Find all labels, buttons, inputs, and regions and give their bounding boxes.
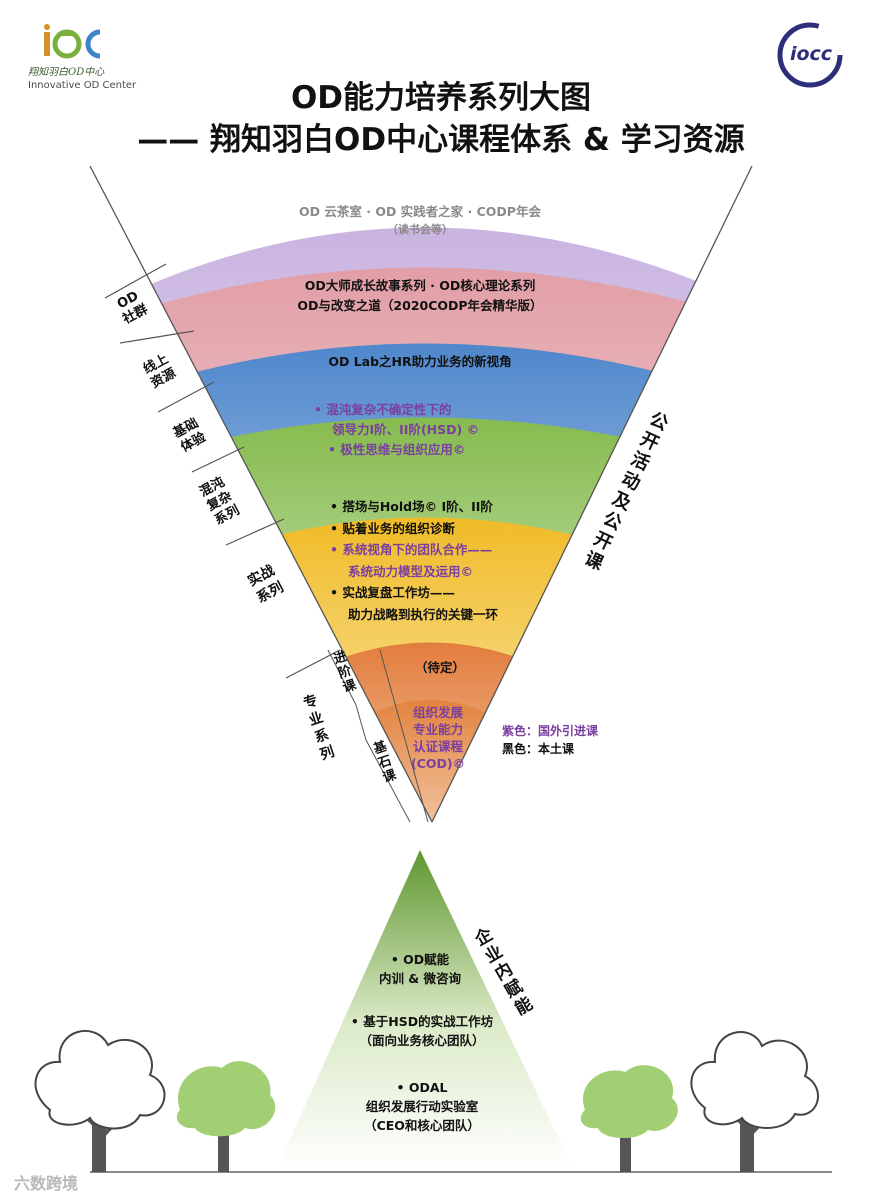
tree-icon <box>34 1029 166 1172</box>
cornerstone-line1: 组织发展 <box>412 705 463 720</box>
band-chaos-line1: • 混沌复杂不确定性下的 <box>314 402 452 417</box>
triangle-item3-l3: （CEO和核心团队） <box>364 1118 480 1133</box>
logo-left: 翔知羽白OD中心 Innovative OD Center <box>28 66 148 92</box>
triangle-item1-l1: • OD赋能 <box>390 952 450 967</box>
band-basic-text: OD Lab之HR助力业务的新视角 <box>220 352 620 372</box>
tree-icon <box>690 1031 820 1172</box>
practice-item3-cont: 系统动力模型及运用© <box>348 563 474 579</box>
legend: 紫色：国外引进课 黑色：本土课 <box>502 722 642 758</box>
band-advanced-text: （待定） <box>390 658 490 678</box>
band-community-line2: （读书会等） <box>387 223 453 236</box>
iocc-logo-icon <box>777 22 843 88</box>
triangle-item3: • ODAL 组织发展行动实验室 （CEO和核心团队） <box>332 1078 512 1135</box>
legend-black: 黑色：本土课 <box>502 742 575 756</box>
logo-left-sub: Innovative OD Center <box>28 80 137 91</box>
band-chaos-line3: • 极性思维与组织应用© <box>328 442 466 457</box>
tree-icon <box>580 1065 678 1172</box>
band-chaos-line2: 领导力I阶、II阶(HSD) © <box>332 422 480 437</box>
triangle-item3-l2: 组织发展行动实验室 <box>365 1099 479 1114</box>
practice-item3: • 系统视角下的团队合作—— <box>330 542 493 557</box>
enterprise-triangle <box>276 850 574 1170</box>
band-online-line2: OD与改变之道（2020CODP年会精华版） <box>297 298 543 313</box>
triangle-item1-l2: 内训 & 微咨询 <box>378 971 462 986</box>
triangle-item2-l2: （面向业务核心团队） <box>359 1033 485 1048</box>
page-title: OD能力培养系列大图 <box>290 80 592 116</box>
advanced-tbd: （待定） <box>414 660 465 675</box>
band-online-line1: OD大师成长故事系列 · OD核心理论系列 <box>304 278 536 293</box>
legend-purple: 紫色：国外引进课 <box>502 724 599 738</box>
cornerstone-line2: 专业能力 <box>412 722 463 737</box>
band-chaos-text: • 混沌复杂不确定性下的 领导力I阶、II阶(HSD) © • 极性思维与组织应… <box>250 400 590 460</box>
practice-item4: • 实战复盘工作坊—— <box>330 585 455 600</box>
practice-item1: • 搭场与Hold场© I阶、II阶 <box>330 499 493 514</box>
page-subtitle: —— 翔知羽白OD中心课程体系 & 学习资源 <box>137 122 745 158</box>
band-community-line1: OD 云茶室 · OD 实践者之家 · CODP年会 <box>299 204 541 219</box>
triangle-item1: • OD赋能 内训 & 微咨询 <box>330 950 510 988</box>
band-practice-text: • 搭场与Hold场© I阶、II阶 • 贴着业务的组织诊断 • 系统视角下的团… <box>330 496 560 625</box>
tree-icon <box>176 1061 276 1172</box>
band-cornerstone-text: 组织发展 专业能力 认证课程 (COD)© <box>398 704 478 772</box>
watermark: 六数跨境 <box>14 1174 79 1193</box>
leaf-logo-icon <box>44 24 101 59</box>
cornerstone-line3: 认证课程 <box>412 739 463 754</box>
band-community-text: OD 云茶室 · OD 实践者之家 · CODP年会 （读书会等） <box>200 202 640 238</box>
logo-right-text: iocc <box>789 43 833 65</box>
cornerstone-line4: (COD)© <box>410 756 466 771</box>
triangle-item3-l1: • ODAL <box>396 1080 448 1095</box>
practice-item4-cont: 助力战略到执行的关键一环 <box>348 606 499 622</box>
band-online-text: OD大师成长故事系列 · OD核心理论系列 OD与改变之道（2020CODP年会… <box>200 276 640 316</box>
triangle-item2: • 基于HSD的实战工作坊 （面向业务核心团队） <box>322 1012 522 1050</box>
logo-left-name: 翔知羽白OD中心 <box>28 67 105 78</box>
band-basic-line1: OD Lab之HR助力业务的新视角 <box>328 354 512 369</box>
triangle-item2-l1: • 基于HSD的实战工作坊 <box>350 1014 494 1029</box>
practice-item2: • 贴着业务的组织诊断 <box>330 520 455 536</box>
